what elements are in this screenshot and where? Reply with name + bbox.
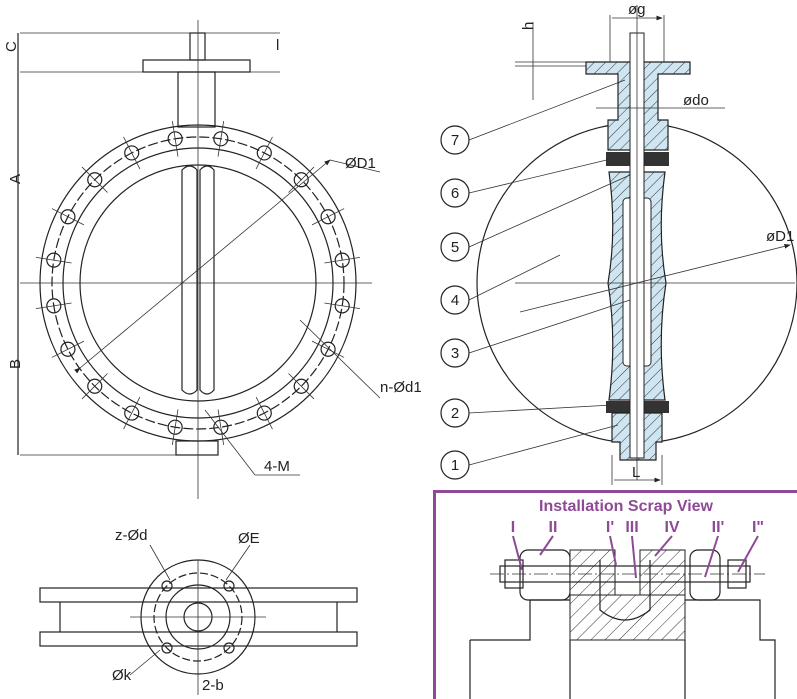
- dim-label-h: h: [520, 22, 537, 30]
- callout-circle: [440, 338, 470, 368]
- top-view: z-Ød ØE Øk 2-b: [39, 527, 358, 695]
- scrap-marker-leader: [539, 535, 554, 556]
- bolt-centerline: [35, 256, 72, 264]
- dim-label-2-b: 2-b: [202, 677, 224, 694]
- callout-number: 7: [451, 132, 459, 149]
- scrap-marker-leader: [737, 535, 759, 573]
- bolt-hole: [293, 378, 309, 394]
- bolt-centerline: [123, 396, 141, 430]
- bolt-hole: [124, 405, 140, 421]
- dim-label-e: ØE: [238, 530, 260, 547]
- callout-circle: [440, 398, 470, 428]
- scrap-view-title: Installation Scrap View: [539, 498, 714, 515]
- scrap-marker: III: [625, 519, 638, 536]
- bolt-hole: [334, 252, 350, 268]
- callout-leader: [468, 254, 561, 301]
- bolt-centerline: [81, 373, 108, 400]
- dim-label-do: ødo: [683, 92, 709, 109]
- bolt-hole: [167, 419, 183, 435]
- dim-label-l-width: L: [632, 464, 640, 481]
- callout-leader: [468, 174, 631, 248]
- side-view: øg h ødo øD1 L 7 6 5 4 3 2 1: [440, 1, 797, 485]
- dim-label-n-d1: n-Ød1: [380, 379, 422, 396]
- dim-label-a: A: [7, 174, 24, 184]
- scrap-marker: IV: [664, 519, 679, 536]
- bolt-hole: [334, 298, 350, 314]
- scrap-marker: II: [549, 519, 558, 536]
- bolt-centerline: [311, 340, 345, 358]
- bolt-hole: [46, 252, 62, 268]
- dim-label-k: Øk: [112, 667, 132, 684]
- callout-circle: [440, 285, 470, 315]
- scrap-marker: I': [606, 519, 614, 536]
- scrap-marker-leader: [609, 535, 617, 566]
- dim-label-4-m: 4-M: [264, 458, 290, 475]
- bolt-centerline: [217, 409, 225, 446]
- bolt-hole: [213, 131, 229, 147]
- bolt-centerline: [311, 208, 345, 226]
- scrap-marker-leader: [654, 535, 673, 557]
- callout-circle: [440, 232, 470, 262]
- callout-number: 1: [451, 457, 459, 474]
- callout-number: 6: [451, 185, 459, 202]
- bolt-hole: [46, 298, 62, 314]
- callout-circle: [440, 178, 470, 208]
- callout-leader: [468, 424, 619, 466]
- scrap-marker-leader: [631, 535, 637, 579]
- bolt-centerline: [51, 340, 85, 358]
- dim-label-z-d: z-Ød: [115, 527, 148, 544]
- callout-circle: [440, 125, 470, 155]
- bolt-hole: [87, 378, 103, 394]
- scrap-marker-leader: [512, 535, 523, 571]
- bolt-centerline: [288, 373, 315, 400]
- bolt-hole: [213, 419, 229, 435]
- dim-label-l: l: [276, 37, 279, 54]
- scrap-marker-leader: [704, 535, 719, 578]
- callout-leader: [468, 404, 613, 414]
- bolt-centerline: [171, 409, 179, 446]
- bolt-centerline: [35, 302, 72, 310]
- part-callouts: 7 6 5 4 3 2 1: [440, 79, 631, 480]
- bolt-centerline: [51, 208, 85, 226]
- dim-label-side-d1: øD1: [766, 228, 794, 245]
- callout-number: 5: [451, 239, 459, 256]
- callout-number: 4: [451, 292, 459, 309]
- bolt-hole: [256, 405, 272, 421]
- dim-label-d1: ØD1: [345, 155, 376, 172]
- callout-leader: [468, 157, 616, 194]
- bolt-centerline: [123, 136, 141, 170]
- scrap-marker: I": [752, 519, 764, 536]
- dim-label-b: B: [7, 359, 24, 369]
- bolt-centerline: [171, 120, 179, 157]
- dim-label-g: øg: [628, 1, 646, 18]
- callout-circle: [440, 450, 470, 480]
- bolt-centerline: [255, 136, 273, 170]
- bolt-hole: [167, 131, 183, 147]
- dim-label-c: C: [3, 41, 20, 52]
- callout-number: 3: [451, 345, 459, 362]
- bolt-centerline: [255, 396, 273, 430]
- bolt-centerline: [217, 120, 225, 157]
- callout-leader: [468, 299, 631, 354]
- callout-leader: [468, 79, 626, 141]
- scrap-marker: I: [511, 519, 515, 536]
- scrap-marker: II': [712, 519, 725, 536]
- callout-number: 2: [451, 405, 459, 422]
- front-view: C l A B ØD1 n-Ød1 4-M: [3, 20, 422, 499]
